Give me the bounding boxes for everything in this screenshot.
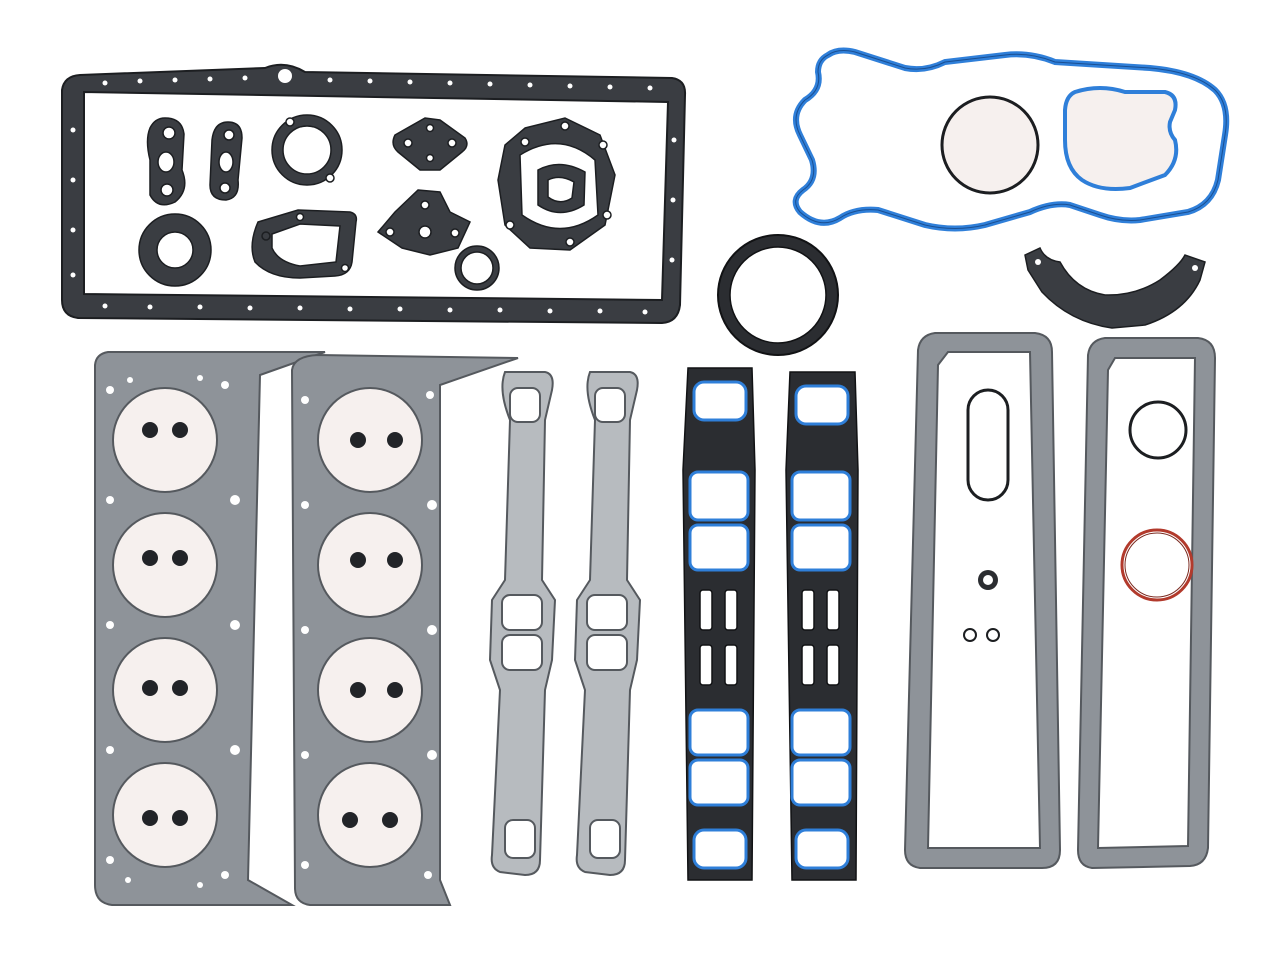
small-dark-gaskets <box>138 114 616 291</box>
valve-cover-gasket-left <box>903 332 1062 869</box>
small-gasket-9 <box>454 245 500 291</box>
oil-pan-gasket <box>61 63 687 325</box>
small-gasket-8 <box>376 189 471 256</box>
cylinder-head-gasket-left <box>94 351 326 906</box>
intake-manifold-gasket-right <box>785 371 859 881</box>
o-ring-red <box>1120 528 1194 602</box>
exhaust-manifold-gasket-left <box>488 371 557 877</box>
rear-main-seal <box>717 234 839 356</box>
exhaust-manifold-gasket-right <box>573 371 642 877</box>
cylinder-head-gasket-right <box>290 353 519 906</box>
o-rings <box>963 400 1194 642</box>
o-ring-black <box>1128 400 1188 460</box>
exhaust-manifold-gaskets <box>488 371 642 877</box>
valve-cover-gasket-right <box>1076 337 1217 870</box>
valve-cover-gaskets <box>903 332 1217 870</box>
timing-cover-o-ring <box>940 95 1040 195</box>
intake-manifold-gasket-left <box>682 367 756 881</box>
small-gasket-2 <box>209 121 243 201</box>
half-moon-seal <box>1024 246 1206 329</box>
small-gasket-6 <box>138 213 212 287</box>
tiny-o-ring-1 <box>963 628 977 642</box>
timing-cover-gasket <box>792 47 1230 232</box>
timing-cover-inner-seal <box>1063 86 1179 191</box>
small-gasket-4 <box>392 117 468 171</box>
tiny-o-ring-2 <box>986 628 1000 642</box>
small-gasket-7 <box>251 209 358 279</box>
small-gasket-5 <box>497 117 616 251</box>
small-gasket-3 <box>271 114 343 186</box>
small-gasket-1 <box>146 117 186 206</box>
intake-manifold-gaskets <box>682 367 859 881</box>
valve-stem-seals <box>142 422 403 828</box>
